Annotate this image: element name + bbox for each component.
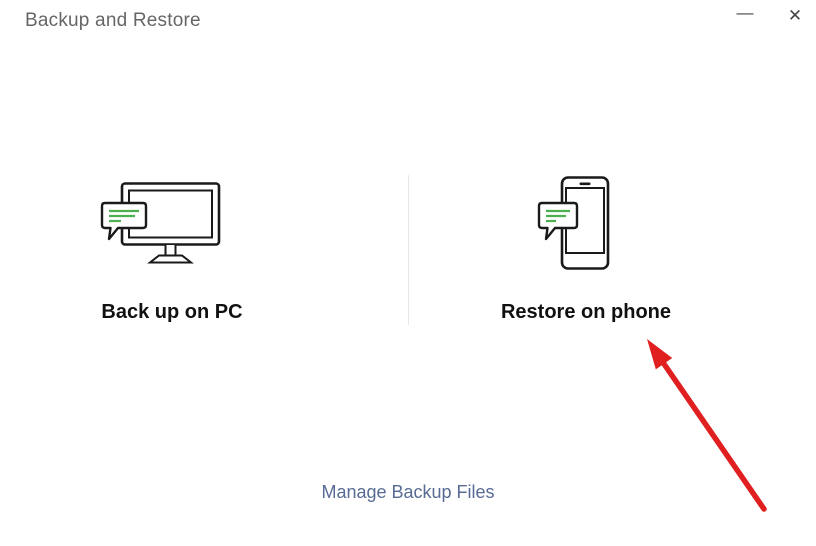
- close-icon: ✕: [787, 6, 803, 25]
- phone-with-chat-bubble-icon: [535, 174, 615, 277]
- restore-on-phone-label: Restore on phone: [500, 301, 671, 323]
- monitor-with-chat-bubble-icon: [86, 180, 226, 273]
- vertical-divider: [408, 175, 409, 325]
- window-title: Backup and Restore: [25, 10, 201, 31]
- option-backup-on-pc[interactable]: Back up on PC: [52, 170, 292, 332]
- minimize-button[interactable]: —: [728, 0, 762, 32]
- close-button[interactable]: ✕: [778, 0, 812, 32]
- option-restore-on-phone[interactable]: Restore on phone: [466, 170, 706, 332]
- minimize-icon: —: [736, 3, 754, 22]
- manage-backup-files-link[interactable]: Manage Backup Files: [321, 482, 495, 502]
- backup-on-pc-label: Back up on PC: [101, 301, 243, 323]
